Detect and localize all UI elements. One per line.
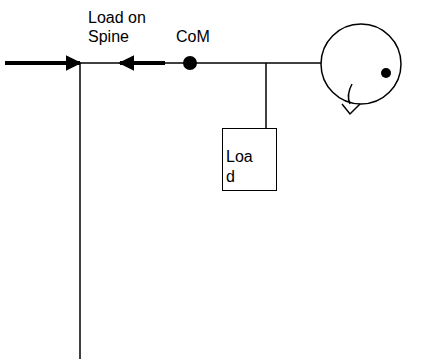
eye-dot bbox=[381, 68, 391, 78]
point-label: CoM bbox=[176, 27, 210, 46]
force-label: Load on Spine bbox=[88, 8, 152, 46]
box-label: Load bbox=[226, 147, 255, 187]
spine-line bbox=[79, 63, 81, 359]
chin-mark bbox=[342, 104, 360, 114]
trunk-line bbox=[80, 62, 322, 64]
ear-curve bbox=[348, 84, 352, 104]
load-box: Load bbox=[222, 128, 277, 191]
hanger-line bbox=[265, 63, 267, 129]
force-arrow bbox=[5, 61, 80, 65]
com-dot bbox=[183, 56, 197, 70]
head-circle bbox=[321, 24, 401, 104]
force-arrow bbox=[120, 61, 165, 65]
